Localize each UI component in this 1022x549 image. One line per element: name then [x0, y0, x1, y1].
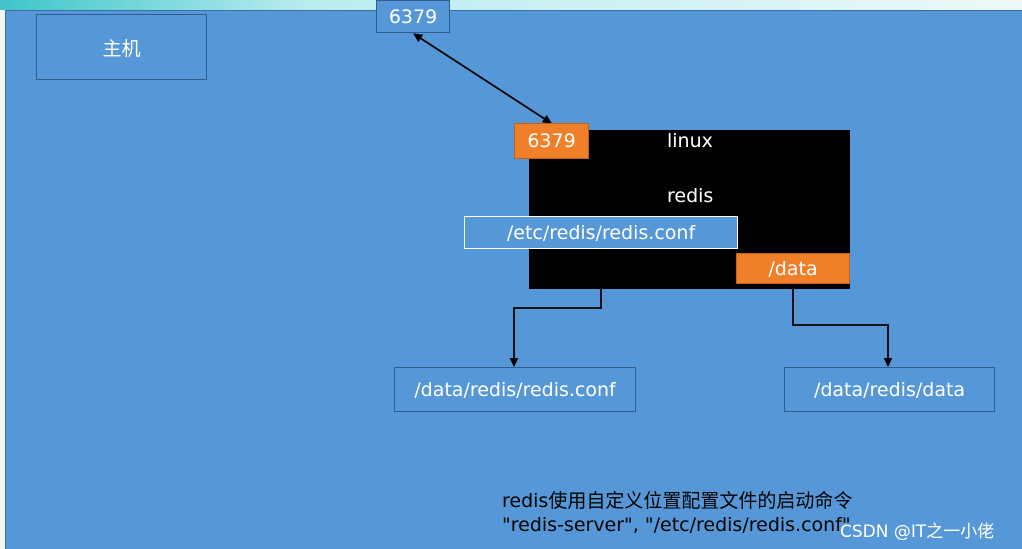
host-port-label: 6379 [388, 5, 438, 28]
watermark: CSDN @IT之一小佬 [840, 522, 995, 542]
data-mount-arrow [792, 284, 893, 367]
host-data-label: /data/redis/data [813, 378, 966, 401]
config-mount-arrow [509, 289, 602, 367]
host-label: 主机 [102, 37, 141, 60]
linux-label: linux [667, 130, 713, 152]
host-config-box: /data/redis/redis.conf [394, 367, 636, 412]
port-mapping-arrow [413, 33, 552, 124]
top-strip [0, 0, 1022, 10]
caption-line-1: redis使用自定义位置配置文件的启动命令 [502, 490, 853, 512]
container-config-box: /etc/redis/redis.conf [464, 216, 738, 249]
container-data-box: /data [736, 253, 850, 284]
host-config-label: /data/redis/redis.conf [414, 378, 616, 401]
container-data-label: /data [768, 257, 818, 280]
container-port-label: 6379 [527, 130, 576, 152]
host-port-box: 6379 [376, 0, 450, 33]
container-port-box: 6379 [514, 123, 589, 159]
host-box: 主机 [36, 14, 207, 80]
host-data-box: /data/redis/data [784, 367, 995, 412]
caption-line-2: "redis-server", "/etc/redis/redis.conf" [502, 514, 851, 536]
container-config-label: /etc/redis/redis.conf [506, 221, 696, 244]
redis-label: redis [667, 185, 714, 207]
